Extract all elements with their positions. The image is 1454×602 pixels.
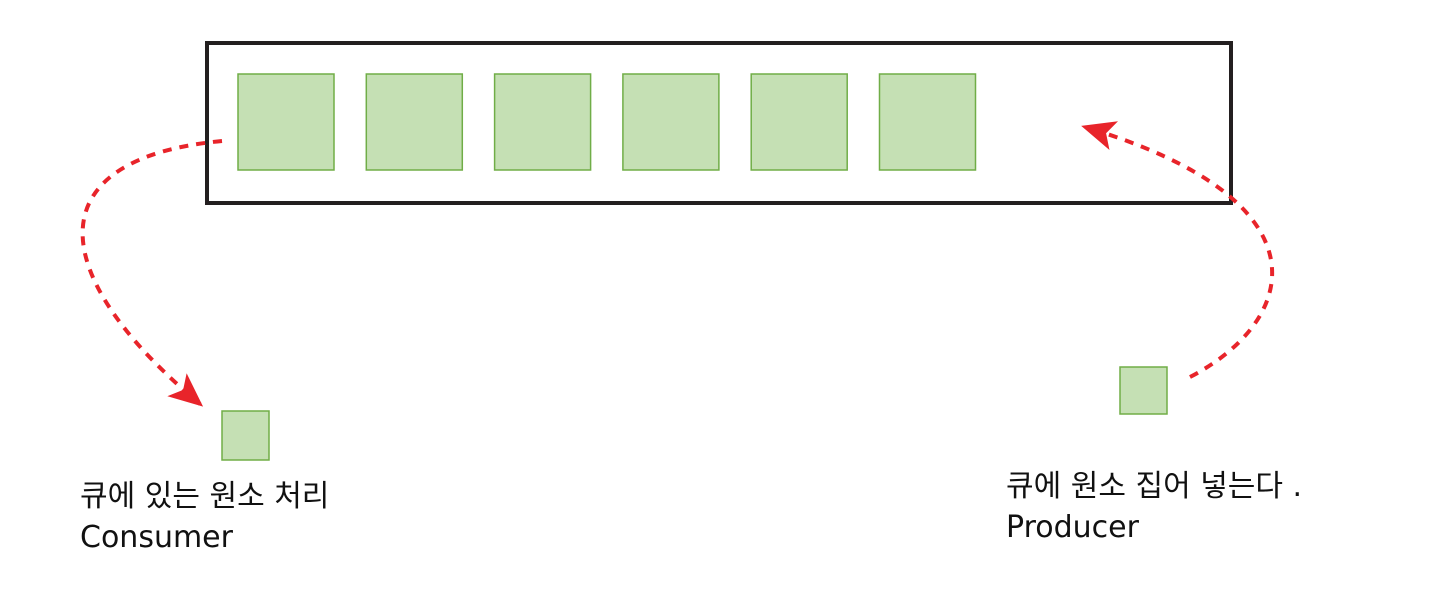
dequeue-arrow — [80, 139, 223, 407]
consumed-element — [221, 410, 270, 461]
consumer-description: 큐에 있는 원소 처리 — [80, 479, 330, 514]
consumer-label: 큐에 있는 원소 처리 Consumer — [80, 476, 329, 558]
queue-items — [237, 73, 977, 171]
producer-label: 큐에 원소 집어 넣는다 . Producer — [1006, 466, 1302, 548]
producer-title: Producer — [1006, 510, 1139, 545]
queue-item — [622, 73, 720, 171]
queue-item — [878, 73, 977, 171]
queue-item — [237, 73, 335, 171]
queue-item — [750, 73, 848, 171]
produced-element — [1119, 366, 1168, 415]
consumer-title: Consumer — [80, 520, 233, 555]
queue-container — [205, 41, 1233, 205]
queue-item — [365, 73, 464, 171]
queue-item — [493, 73, 592, 171]
enqueue-arrow — [1081, 121, 1275, 379]
producer-description: 큐에 원소 집어 넣는다 . — [1006, 469, 1303, 504]
